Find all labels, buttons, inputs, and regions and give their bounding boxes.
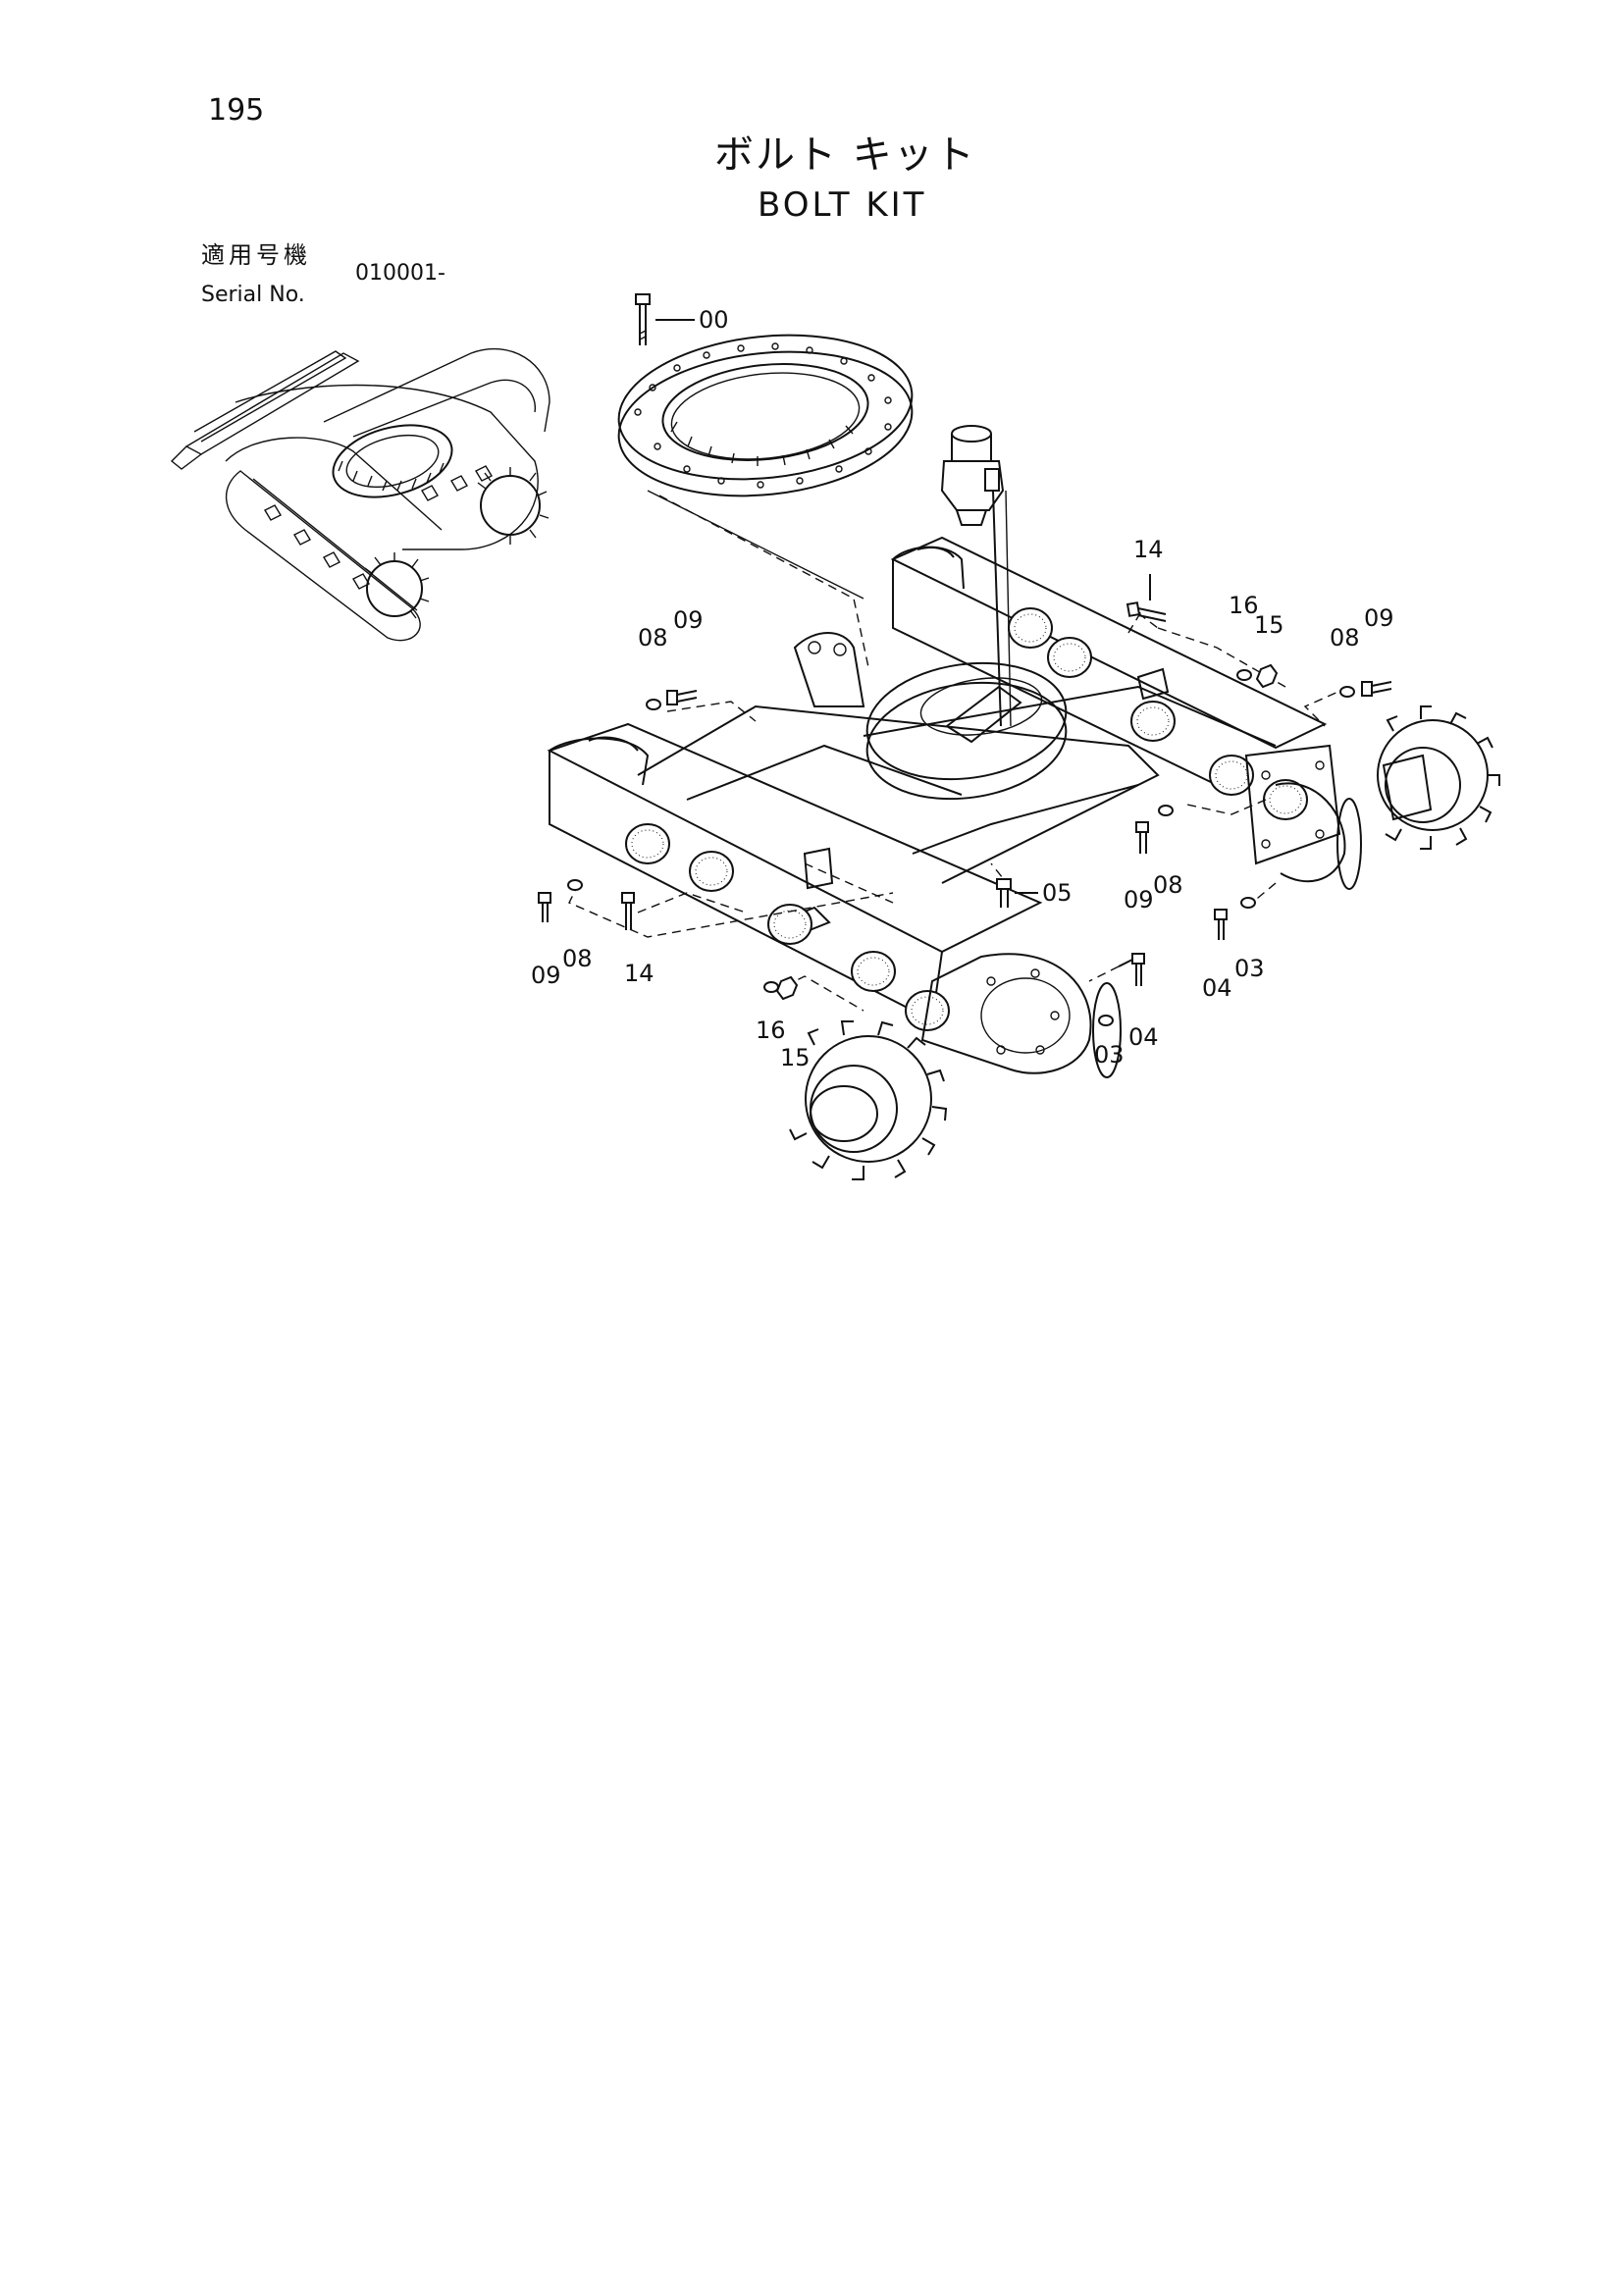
- callout-05: 05: [1042, 879, 1073, 907]
- callout-16-lower: 16: [756, 1017, 786, 1044]
- callout-09-mid-right: 09: [1124, 886, 1154, 913]
- serial-number-value: 010001-: [355, 261, 445, 286]
- swing-bearing-ring: [617, 334, 914, 497]
- callout-08-upper-right: 08: [1330, 624, 1360, 652]
- title-japanese: ボルト キット: [714, 132, 976, 178]
- callout-08-lower-left: 08: [562, 945, 593, 972]
- title-english: BOLT KIT: [758, 185, 927, 225]
- callout-03-right: 03: [1234, 955, 1265, 982]
- callout-08-upper-left: 08: [638, 624, 668, 652]
- leader-lines: [568, 607, 1350, 1012]
- serial-label-japanese: 適用号機: [201, 241, 311, 269]
- center-joint: [940, 425, 1012, 727]
- callout-00: 00: [699, 306, 729, 334]
- callout-14-lower-left: 14: [624, 960, 654, 987]
- callout-04-right: 04: [1202, 974, 1232, 1002]
- track-frame: [547, 536, 1328, 1022]
- callout-16-top: 16: [1229, 592, 1259, 619]
- bolt-00: [635, 293, 695, 345]
- callout-03-lower: 03: [1094, 1041, 1125, 1069]
- callout-15-top: 15: [1254, 611, 1284, 639]
- overview-key-diagram: [170, 348, 550, 642]
- fasteners: [538, 574, 1392, 1026]
- callout-09-lower-left: 09: [531, 962, 561, 989]
- track-rollers: [625, 607, 1308, 1031]
- callout-08-mid-right: 08: [1153, 871, 1183, 899]
- sprocket-left: [789, 1020, 948, 1180]
- callout-14-top: 14: [1133, 536, 1164, 563]
- callout-04-lower: 04: [1128, 1023, 1159, 1051]
- callout-15-lower: 15: [780, 1044, 811, 1071]
- callout-09-upper-right: 09: [1364, 604, 1394, 632]
- travel-motor-housing-left: [920, 953, 1122, 1078]
- serial-label-english: Serial No.: [201, 283, 305, 307]
- part-callouts: 00 14 16 15 08 09 08 09 09 08 05 04 03 0…: [531, 306, 1394, 1071]
- travel-motor-housing-right: [1244, 744, 1362, 890]
- page-number: 195: [208, 93, 265, 128]
- sprocket-right: [1377, 705, 1500, 850]
- callout-09-upper-left: 09: [673, 606, 704, 634]
